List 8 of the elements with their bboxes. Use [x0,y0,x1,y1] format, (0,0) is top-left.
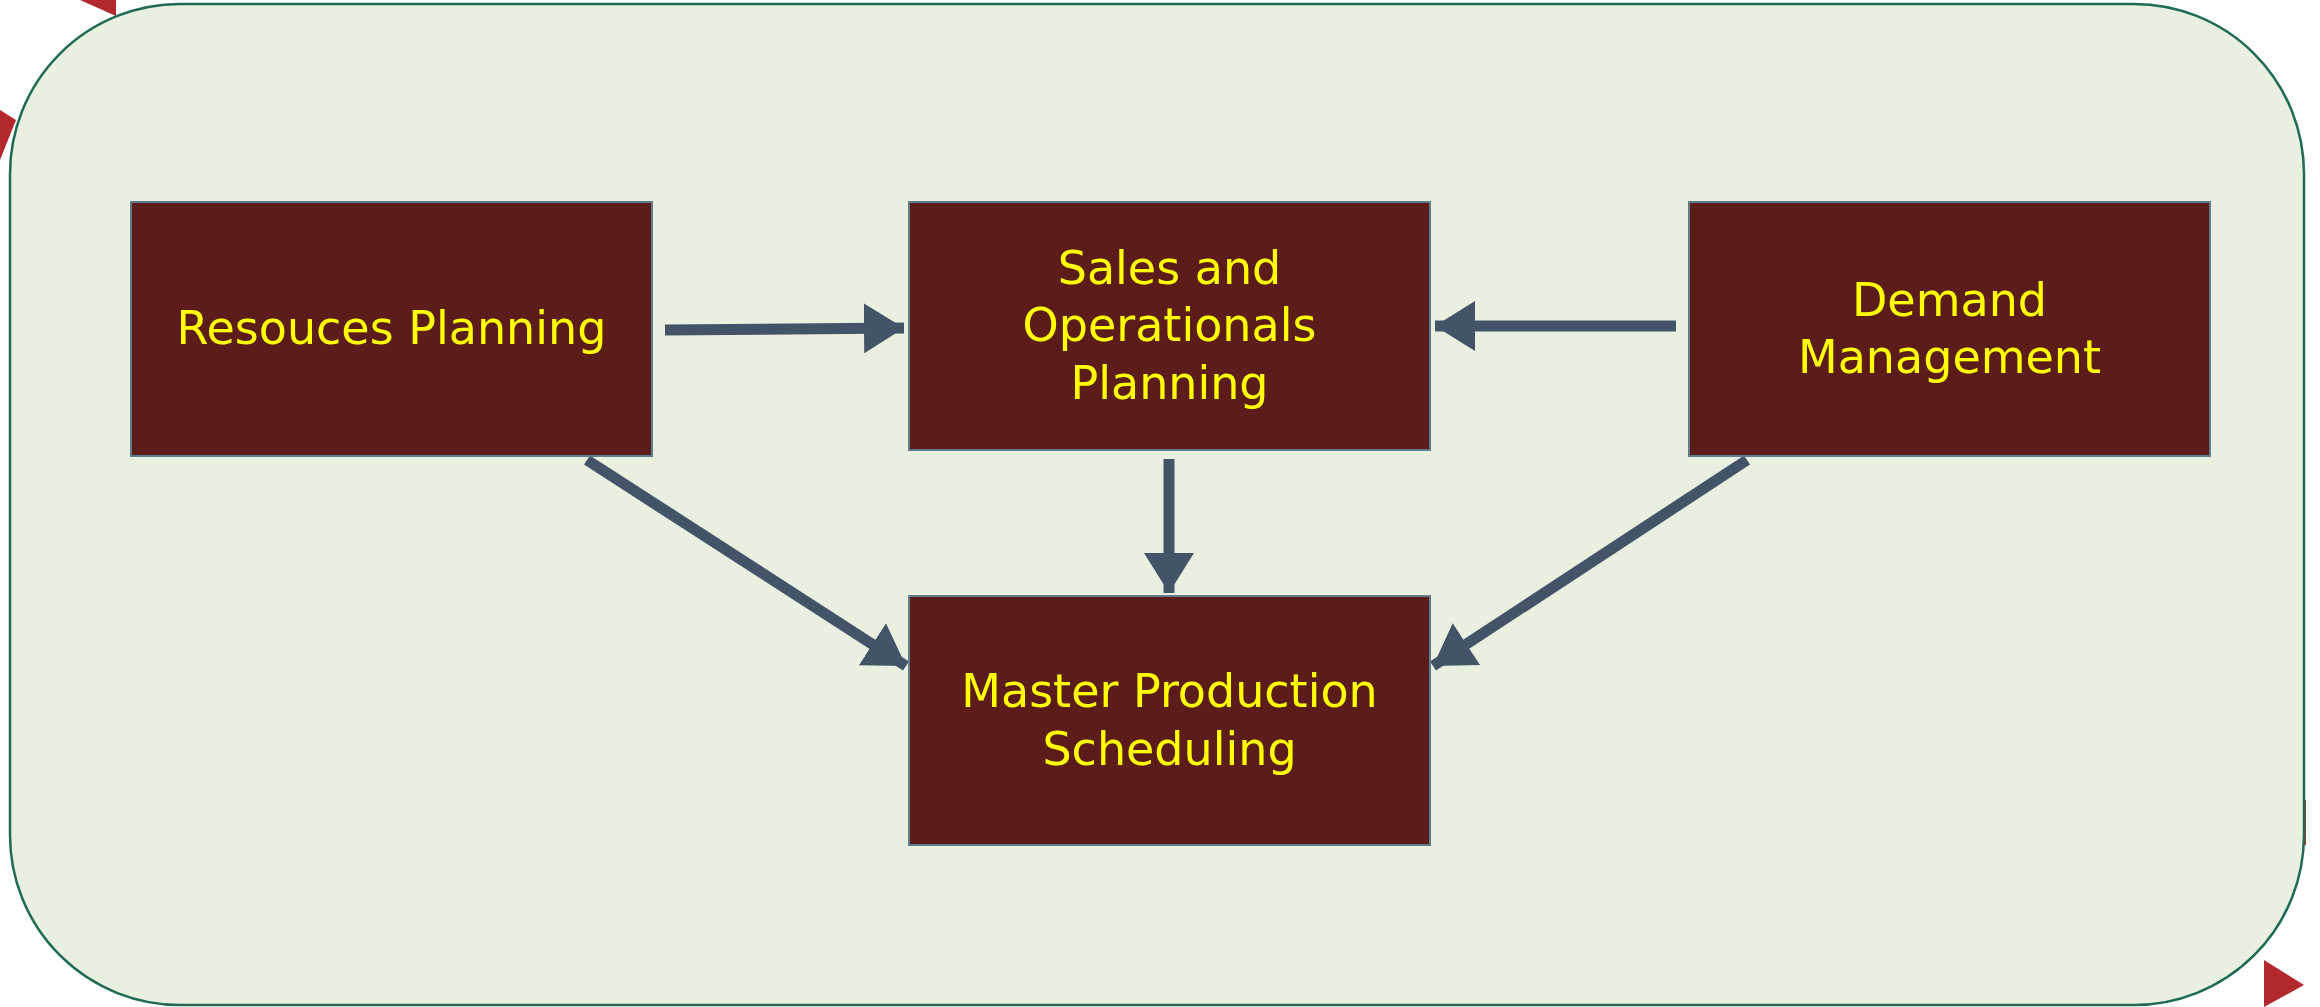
box-label: Sales and Operationals Planning [1021,239,1318,412]
box-label: Resouces Planning [175,300,608,358]
box-label: Demand Management [1797,271,2102,386]
process-box [908,595,1431,846]
box-label: Master Production Scheduling [960,663,1379,778]
process-box [908,201,1431,451]
process-box [130,201,653,457]
process-box [1688,201,2211,457]
